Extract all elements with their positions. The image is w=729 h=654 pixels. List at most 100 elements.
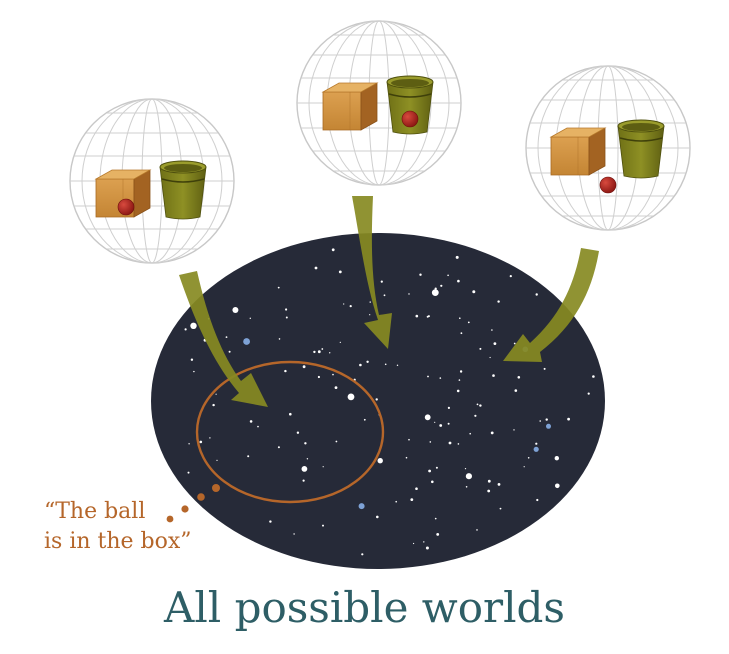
star <box>302 365 306 369</box>
thought-bubble-dots <box>166 484 220 523</box>
star <box>497 483 501 486</box>
star <box>366 360 369 363</box>
star <box>284 369 287 373</box>
star <box>460 332 463 335</box>
star <box>424 414 431 421</box>
star <box>232 307 239 313</box>
star <box>434 421 436 423</box>
star <box>359 363 362 367</box>
star <box>304 442 307 445</box>
star <box>331 248 335 252</box>
star <box>448 441 452 445</box>
star <box>199 440 203 444</box>
star <box>490 431 494 435</box>
star <box>369 301 371 303</box>
star <box>439 424 443 427</box>
star <box>334 386 338 389</box>
star <box>383 294 386 297</box>
star <box>497 300 500 303</box>
star <box>358 503 365 510</box>
star <box>476 529 478 531</box>
star <box>209 437 211 439</box>
star <box>278 338 281 340</box>
star <box>384 363 387 366</box>
box-icon <box>322 82 378 131</box>
star <box>361 553 364 556</box>
star <box>427 375 429 378</box>
star <box>429 441 432 443</box>
ball-icon <box>117 198 135 216</box>
bucket-icon <box>617 119 665 179</box>
star <box>431 289 439 296</box>
star <box>249 420 253 423</box>
star <box>339 341 341 343</box>
star <box>517 376 521 379</box>
star <box>428 469 431 473</box>
star <box>423 541 425 543</box>
star <box>545 418 548 421</box>
star <box>289 412 292 416</box>
star <box>536 498 539 502</box>
star <box>419 273 422 276</box>
bucket-icon <box>159 160 207 220</box>
star <box>343 303 345 305</box>
star <box>296 431 300 434</box>
star <box>321 348 324 350</box>
star <box>527 457 530 459</box>
star <box>457 279 460 283</box>
star <box>465 473 472 480</box>
star <box>434 517 437 520</box>
star <box>375 398 378 401</box>
star <box>405 456 408 459</box>
world-globe-ball-in-bucket <box>296 20 462 186</box>
star <box>539 420 541 422</box>
star <box>408 293 410 295</box>
star <box>587 392 590 395</box>
arrow-from-world-1 <box>179 271 268 407</box>
star <box>225 336 228 338</box>
proposition-line-2: is in the box” <box>44 529 192 554</box>
star <box>347 393 355 401</box>
star <box>459 370 463 373</box>
star <box>546 423 551 429</box>
star <box>349 305 352 308</box>
box-icon <box>550 127 606 176</box>
star <box>301 466 308 472</box>
star <box>592 375 595 378</box>
star <box>555 483 560 489</box>
star <box>369 314 371 316</box>
star <box>322 466 324 468</box>
world-globe-ball-in-box <box>69 98 235 264</box>
star <box>535 442 538 445</box>
star <box>193 370 195 373</box>
star <box>228 350 231 353</box>
star <box>302 479 305 482</box>
star <box>467 321 470 324</box>
star <box>427 315 430 318</box>
star <box>395 500 398 503</box>
star <box>187 471 190 474</box>
star <box>376 515 379 519</box>
star <box>425 546 429 550</box>
star <box>489 356 491 359</box>
star <box>436 533 440 536</box>
star <box>476 403 479 406</box>
star <box>458 379 461 381</box>
star <box>396 364 399 366</box>
star <box>317 375 320 379</box>
star <box>567 417 570 421</box>
proposition-region <box>195 360 385 504</box>
star <box>499 507 502 510</box>
star <box>269 520 272 523</box>
star <box>322 524 324 527</box>
star <box>257 425 259 428</box>
star <box>338 270 342 274</box>
star <box>447 422 450 425</box>
star <box>479 347 482 350</box>
star <box>410 498 414 501</box>
star <box>513 429 515 431</box>
star <box>479 404 482 407</box>
star <box>380 280 383 283</box>
star <box>472 290 476 294</box>
